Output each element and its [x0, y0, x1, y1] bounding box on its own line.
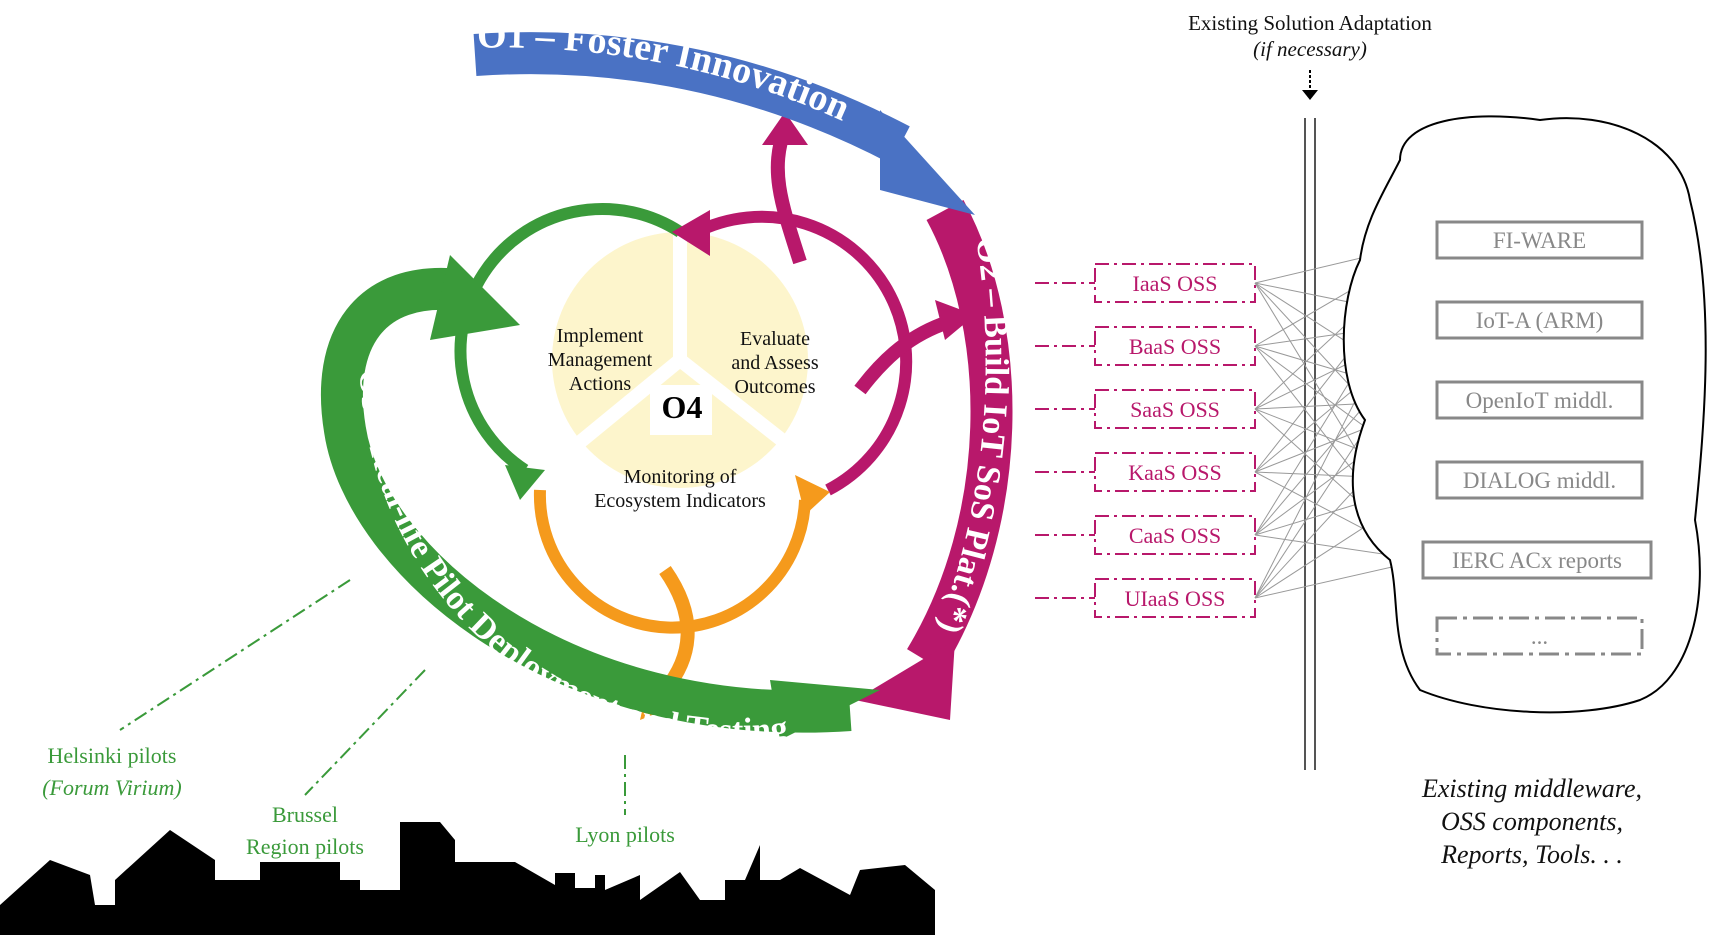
- adaptation-barrier: Existing Solution Adaptation (if necessa…: [1188, 11, 1432, 770]
- middleware-box-4: IERC ACx reports: [1421, 540, 1653, 580]
- o4-core: [454, 203, 913, 634]
- oss-box-label: SaaS OSS: [1130, 397, 1220, 422]
- oss-box-frame: [1094, 263, 1256, 303]
- middleware-box-frame: [1421, 540, 1653, 580]
- o4-green-arrowhead: [505, 465, 545, 500]
- oss-box-label: KaaS OSS: [1128, 460, 1222, 485]
- monitoring-line-2: Ecosystem Indicators: [594, 490, 766, 512]
- middleware-box-frame: [1435, 220, 1644, 260]
- middleware-box-label: IERC ACx reports: [1452, 548, 1622, 573]
- o1-arrowhead: [880, 110, 975, 215]
- brussel-leader: [304, 669, 426, 796]
- middleware-box-frame: [1435, 616, 1644, 656]
- brussel-label: Brussel: [272, 802, 338, 827]
- pilot-labels: Helsinki pilots (Forum Virium) Brussel R…: [42, 743, 675, 859]
- oss-box-frame: [1094, 578, 1256, 618]
- pilot-leaders: [119, 579, 626, 815]
- middleware-box-1: IoT-A (ARM): [1435, 300, 1644, 340]
- monitoring-line-1: Monitoring of: [624, 466, 737, 488]
- helsinki-sub: (Forum Virium): [42, 775, 182, 800]
- o4-orange-arc: [533, 489, 811, 634]
- oss-box-0: IaaS OSS: [1035, 263, 1256, 303]
- separator-left: [541, 354, 685, 476]
- evaluate-line-2: and Assess: [731, 352, 818, 374]
- separator-right: [675, 354, 825, 476]
- oss-box-frame: [1094, 452, 1256, 492]
- o4-label-bg: [650, 385, 712, 435]
- oss-box-label: CaaS OSS: [1129, 523, 1221, 548]
- caption-line-2: OSS components,: [1441, 807, 1623, 836]
- adaptation-title: Existing Solution Adaptation: [1188, 11, 1432, 35]
- down-arrow-icon: [1302, 90, 1318, 100]
- o4-label: O4: [662, 389, 703, 425]
- middleware-caption: Existing middleware, OSS components, Rep…: [1421, 774, 1642, 869]
- middleware-box-frame: [1435, 460, 1644, 500]
- oss-box-label: UIaaS OSS: [1125, 586, 1226, 611]
- branch-to-o1-arrowhead: [762, 112, 808, 145]
- city-skyline: [0, 822, 935, 935]
- helsinki-label: Helsinki pilots: [48, 743, 177, 768]
- oss-box-label: IaaS OSS: [1133, 271, 1218, 296]
- oss-box-frame: [1094, 389, 1256, 429]
- oss-box-4: CaaS OSS: [1035, 515, 1256, 555]
- o3-arc: [320, 267, 852, 733]
- caption-line-1: Existing middleware,: [1421, 774, 1642, 803]
- oss-box-label: BaaS OSS: [1129, 334, 1221, 359]
- oss-box-3: KaaS OSS: [1035, 452, 1256, 492]
- brussel-sub: Region pilots: [246, 834, 364, 859]
- adaptation-subtitle: (if necessary): [1253, 37, 1367, 61]
- oss-box-5: UIaaS OSS: [1035, 578, 1256, 618]
- middleware-box-label: FI-WARE: [1493, 228, 1586, 253]
- middleware-box-frame: [1435, 380, 1644, 420]
- oss-box-2: SaaS OSS: [1035, 389, 1256, 429]
- middleware-box-label: IoT-A (ARM): [1476, 308, 1604, 333]
- middleware-box-label: ...: [1531, 624, 1548, 649]
- evaluate-line-1: Evaluate: [740, 328, 810, 350]
- o4-texts: Implement Management Actions Evaluate an…: [548, 325, 819, 512]
- o4-magenta-arrowhead: [672, 210, 710, 256]
- evaluate-line-3: Outcomes: [734, 376, 815, 398]
- o4-green-arc: [454, 203, 684, 476]
- middleware-box-frame: [1435, 300, 1644, 340]
- oss-boxes: IaaS OSS BaaS OSS SaaS OSS KaaS OSS CaaS OSS…: [1035, 263, 1256, 618]
- oss-box-frame: [1094, 515, 1256, 555]
- middleware-box-3: DIALOG middl.: [1435, 460, 1644, 500]
- implement-line-2: Management: [548, 349, 653, 371]
- branch-to-o1: [770, 125, 807, 265]
- o3-arc-end: [770, 680, 880, 740]
- o2-arc: [907, 200, 1013, 671]
- middleware-box-label: DIALOG middl.: [1463, 468, 1616, 493]
- o4-orange-arrowhead: [795, 475, 830, 515]
- middleware-box-5: ...: [1435, 616, 1644, 656]
- middleware-box-label: OpenIoT middl.: [1466, 388, 1614, 413]
- o1-arc: [473, 32, 910, 164]
- o2-arrowhead: [855, 640, 955, 720]
- implement-line-1: Implement: [557, 325, 644, 347]
- o4-magenta-arc: [692, 210, 913, 496]
- o3-arrowhead: [430, 255, 520, 340]
- implement-line-3: Actions: [569, 373, 631, 395]
- branch-to-o2-arrowhead: [935, 300, 975, 340]
- caption-line-3: Reports, Tools. . .: [1440, 840, 1623, 869]
- oss-box-1: BaaS OSS: [1035, 326, 1256, 366]
- middleware-box-0: FI-WARE: [1435, 220, 1644, 260]
- helsinki-leader: [119, 579, 351, 731]
- middleware-box-2: OpenIoT middl.: [1435, 380, 1644, 420]
- lyon-label: Lyon pilots: [575, 822, 675, 847]
- oss-box-frame: [1094, 326, 1256, 366]
- middleware-boxes: FI-WARE IoT-A (ARM) OpenIoT middl. DIALOG m…: [1421, 220, 1653, 656]
